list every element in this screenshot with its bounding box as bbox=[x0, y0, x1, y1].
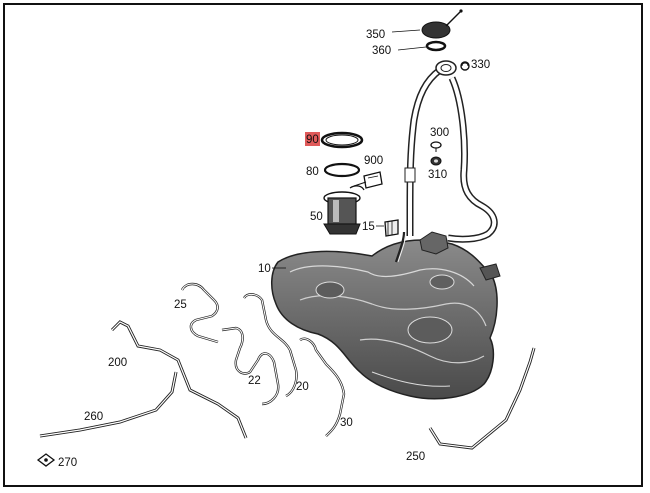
fuel-pump-module[interactable] bbox=[323, 185, 365, 235]
callout-330[interactable]: 330 bbox=[471, 59, 490, 71]
diagram-border bbox=[3, 3, 643, 487]
callout-350[interactable]: 350 bbox=[366, 29, 385, 41]
fuel-line-22[interactable] bbox=[221, 326, 280, 406]
fuel-line-25[interactable] bbox=[180, 282, 219, 344]
callout-80[interactable]: 80 bbox=[306, 166, 319, 178]
tank-strap-260[interactable] bbox=[39, 371, 178, 438]
seal-ring-90[interactable] bbox=[320, 131, 364, 149]
callout-310[interactable]: 310 bbox=[428, 169, 447, 181]
callout-260[interactable]: 260 bbox=[84, 411, 103, 423]
seal-ring-80[interactable] bbox=[323, 162, 361, 178]
clip-330[interactable] bbox=[460, 61, 470, 71]
filler-neck[interactable] bbox=[404, 60, 498, 243]
callout-15[interactable]: 15 bbox=[362, 221, 375, 233]
callout-90[interactable]: 90 bbox=[306, 134, 319, 146]
callout-10[interactable]: 10 bbox=[258, 263, 271, 275]
callout-22[interactable]: 22 bbox=[248, 375, 261, 387]
fuel-cap[interactable] bbox=[421, 9, 463, 39]
tank-strap-250[interactable] bbox=[428, 347, 536, 450]
cap-15[interactable] bbox=[384, 219, 399, 237]
highlight-box-90 bbox=[305, 132, 320, 146]
washer-270[interactable] bbox=[36, 453, 56, 467]
nut-310[interactable] bbox=[430, 156, 442, 166]
leader-lines bbox=[272, 29, 427, 269]
filter-900[interactable] bbox=[353, 171, 383, 189]
callout-50[interactable]: 50 bbox=[310, 211, 323, 223]
fuel-tank[interactable] bbox=[271, 231, 501, 400]
callout-900[interactable]: 900 bbox=[364, 155, 383, 167]
cap-seal[interactable] bbox=[425, 40, 447, 52]
callout-labels: 350 360 330 90 300 80 900 310 50 15 10 2… bbox=[58, 29, 490, 469]
fuel-line-30[interactable] bbox=[299, 337, 346, 437]
callout-300[interactable]: 300 bbox=[430, 127, 449, 139]
fuel-line-20[interactable] bbox=[243, 293, 298, 398]
callout-250[interactable]: 250 bbox=[406, 451, 425, 463]
callout-20[interactable]: 20 bbox=[296, 381, 309, 393]
callout-270[interactable]: 270 bbox=[58, 457, 77, 469]
callout-200[interactable]: 200 bbox=[108, 357, 127, 369]
callout-25[interactable]: 25 bbox=[174, 299, 187, 311]
tank-strap-200[interactable] bbox=[110, 320, 248, 439]
callout-360[interactable]: 360 bbox=[372, 45, 391, 57]
callout-30[interactable]: 30 bbox=[340, 417, 353, 429]
grommet-300[interactable] bbox=[430, 141, 442, 152]
